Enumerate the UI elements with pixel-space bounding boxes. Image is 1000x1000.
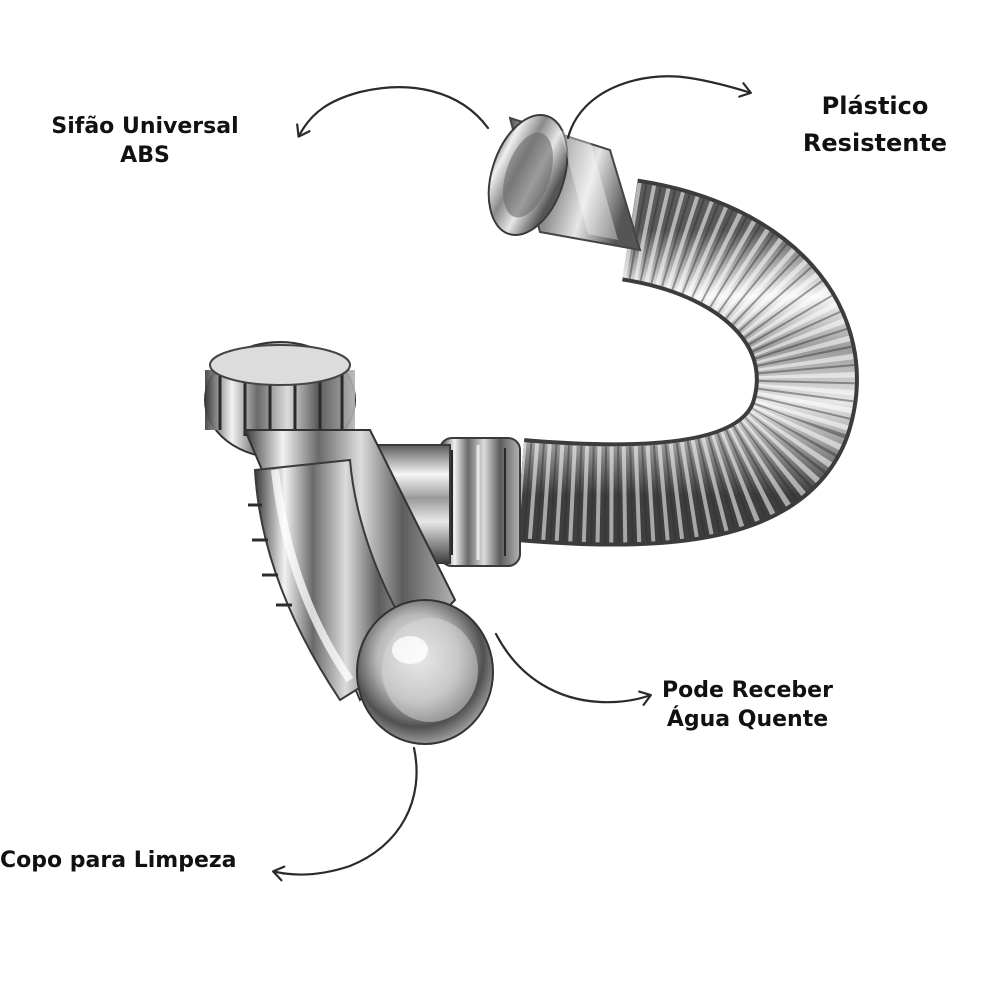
flexible-hose	[515, 178, 859, 547]
label-pode-line1: Pode Receber	[662, 678, 833, 703]
label-copo-limpeza: Copo para Limpeza	[0, 846, 255, 875]
label-plastico-line1: Plástico	[821, 92, 929, 120]
arrow-to-plastico-label	[566, 75, 752, 140]
arrow-to-copo-label	[271, 746, 418, 882]
label-agua-quente: Pode Receber Água Quente	[640, 676, 855, 734]
label-plastico-line2: Resistente	[802, 129, 948, 158]
top-ring-nut	[204, 341, 356, 459]
label-sifao-line2: ABS	[120, 143, 170, 169]
label-sifao-line1: Sifão Universal	[51, 114, 239, 139]
arrow-to-pode-label	[494, 632, 652, 706]
label-plastico-resistente: Plástico Resistente	[780, 88, 970, 162]
arrow-to-sifao-label	[296, 86, 490, 138]
label-pode-line2: Água Quente	[666, 707, 829, 733]
label-sifao-universal: Sifão Universal ABS	[40, 112, 250, 170]
label-copo-line1: Copo para Limpeza	[0, 848, 237, 873]
top-pipe-connector	[487, 113, 642, 252]
cleaning-cup	[356, 599, 494, 745]
hose-nut	[439, 437, 521, 567]
